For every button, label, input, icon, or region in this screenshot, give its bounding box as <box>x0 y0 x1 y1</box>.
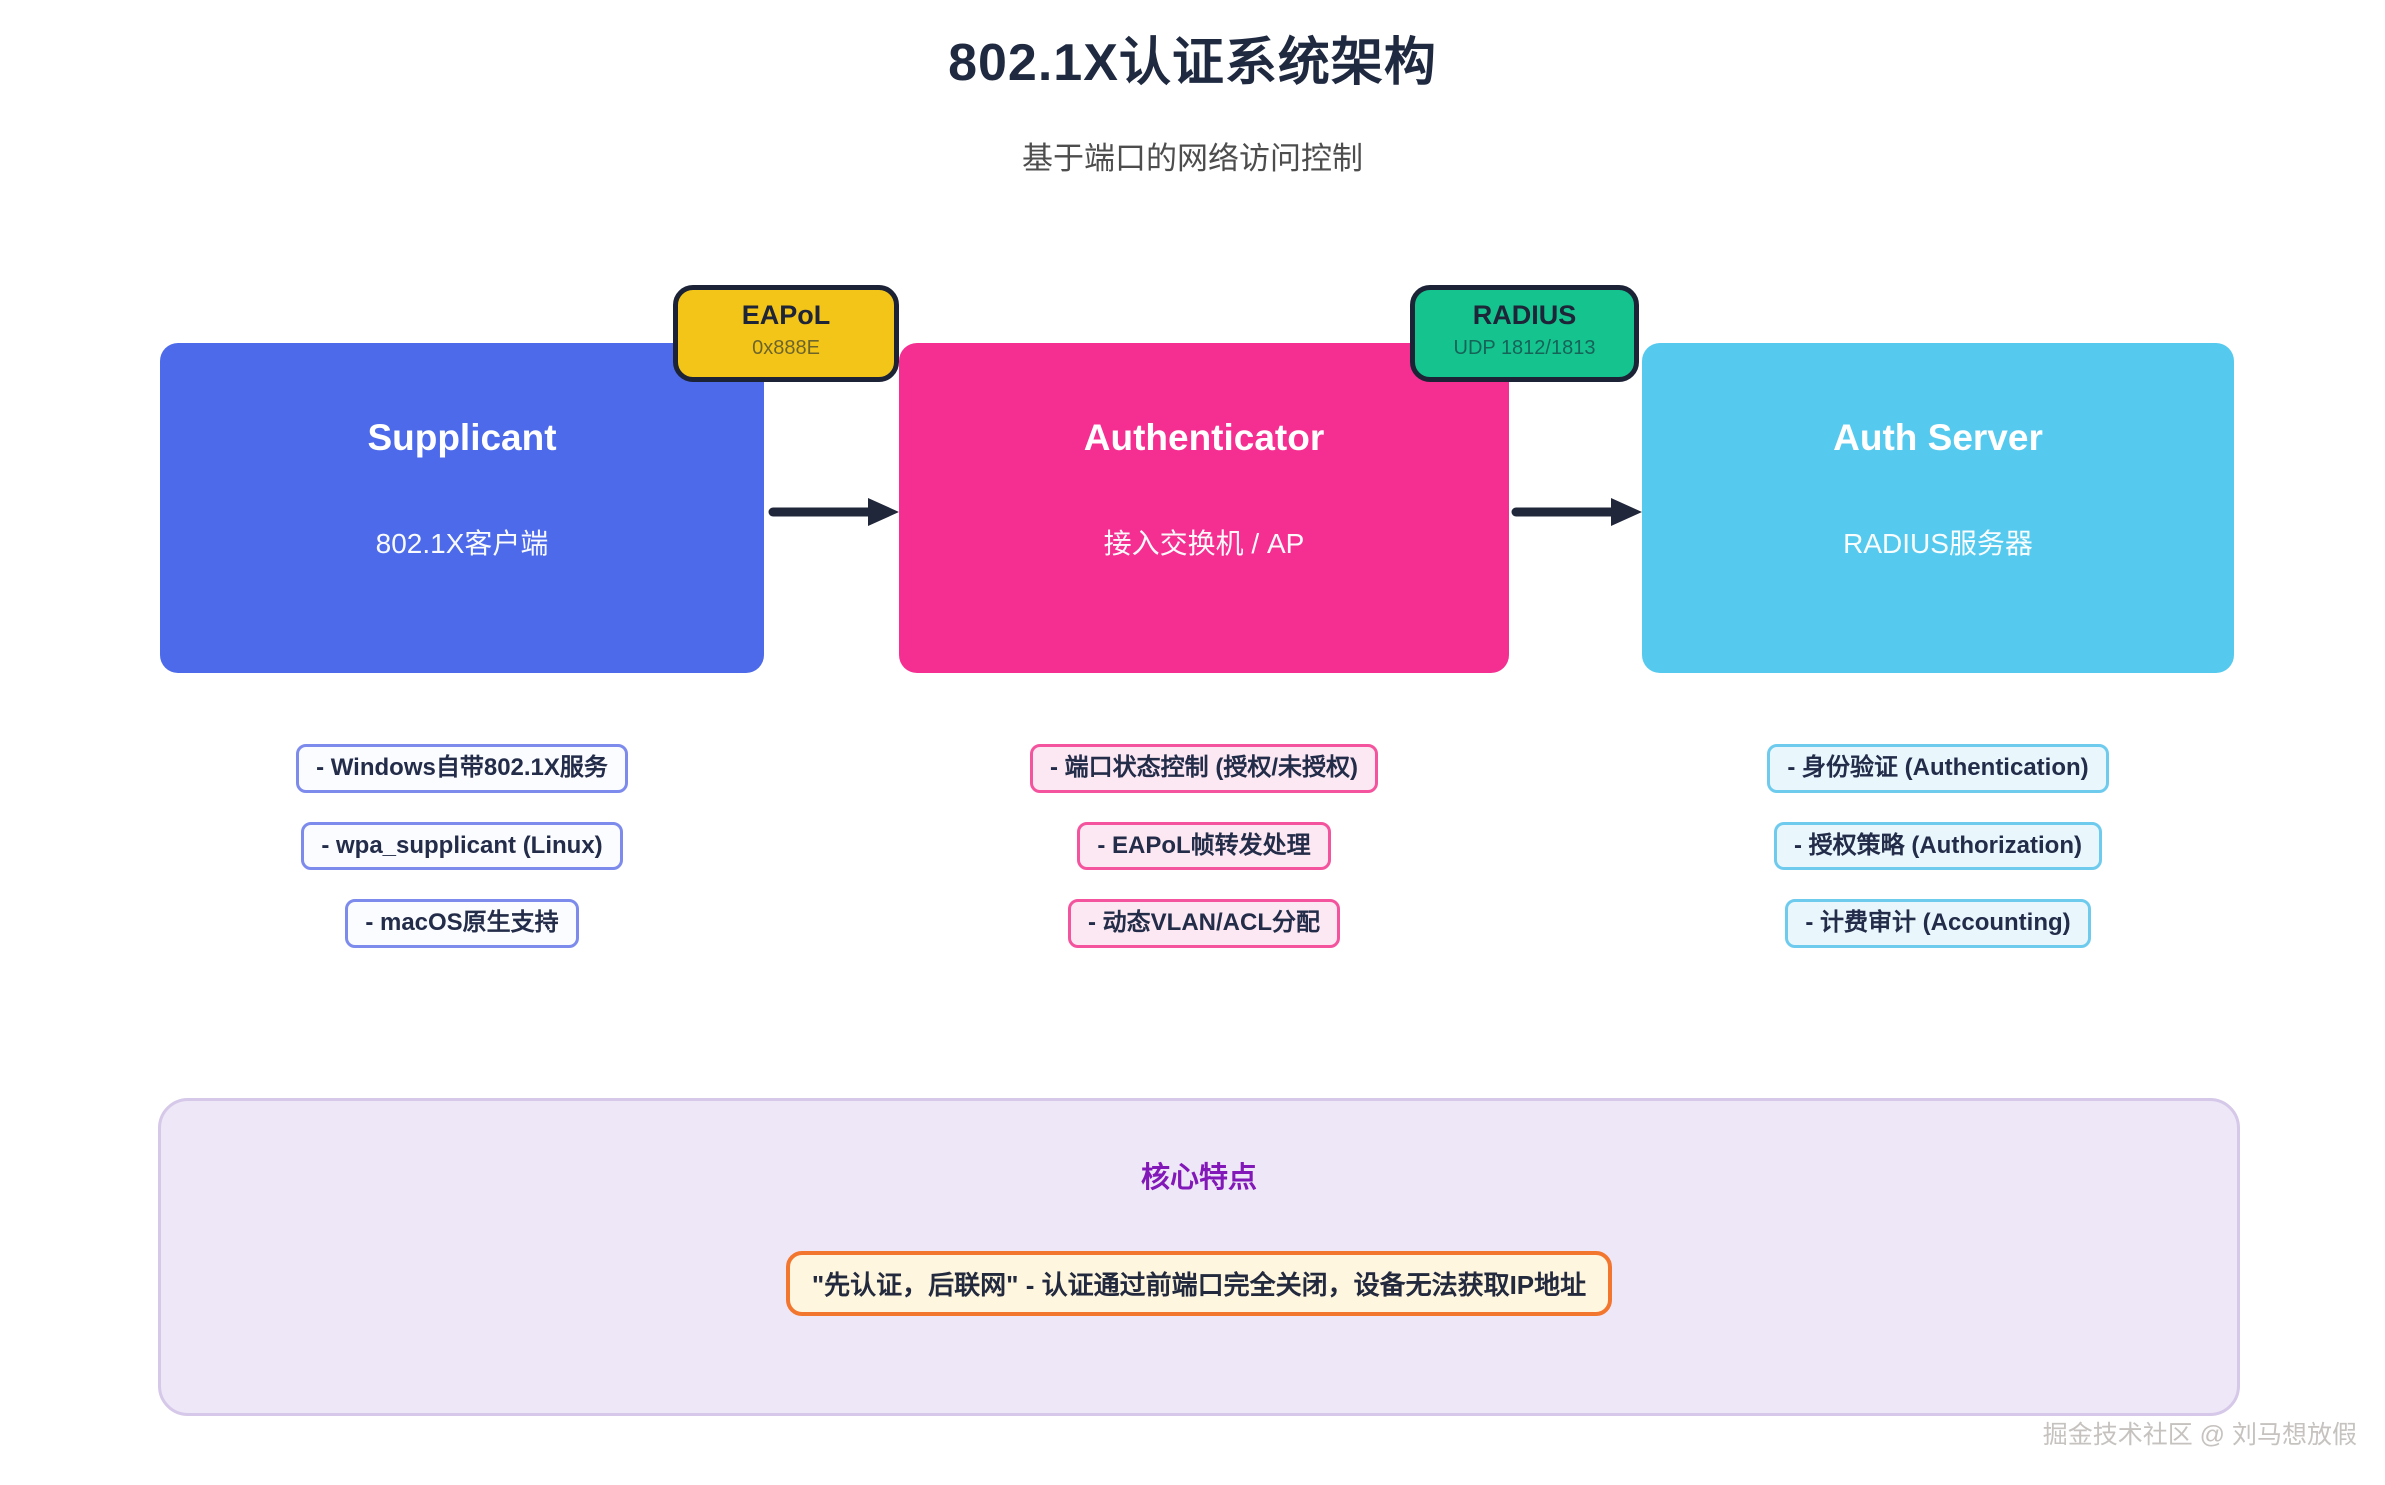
node-supplicant-title: Supplicant <box>367 417 557 458</box>
arrow-right-icon-supplicant-to-authenticator <box>768 498 899 526</box>
list-item: - 身份验证 (Authentication) <box>1767 744 2109 793</box>
list-item: - macOS原生支持 <box>345 899 579 949</box>
badge-radius-label: RADIUS <box>1472 300 1577 330</box>
list-item: - 端口状态控制 (授权/未授权) <box>1030 744 1378 793</box>
node-authenticator: Authenticator 接入交换机 / AP <box>899 343 1509 673</box>
node-auth-server-title: Auth Server <box>1833 417 2043 458</box>
badge-radius-sublabel: UDP 1812/1813 <box>1453 337 1596 359</box>
arrow-right-icon-authenticator-to-authserver <box>1511 498 1642 526</box>
core-features-title: 核心特点 <box>1140 1162 1257 1194</box>
protocol-badge-eapol: EAPoL 0x888E <box>673 285 899 382</box>
node-auth-server-subtitle: RADIUS服务器 <box>1843 528 2033 560</box>
list-item: - 动态VLAN/ACL分配 <box>1068 899 1340 949</box>
list-item: - 授权策略 (Authorization) <box>1774 821 2102 871</box>
list-item: - 计费审计 (Accounting) <box>1785 899 2091 949</box>
list-item: - EAPoL帧转发处理 <box>1077 821 1331 871</box>
feature-list-authenticator: - 端口状态控制 (授权/未授权) - EAPoL帧转发处理 - 动态VLAN/… <box>899 744 1509 949</box>
core-features-note: "先认证，后联网" - 认证通过前端口完全关闭，设备无法获取IP地址 <box>785 1251 1613 1316</box>
badge-eapol-label: EAPoL <box>741 300 831 330</box>
node-supplicant: Supplicant 802.1X客户端 <box>160 343 764 673</box>
feature-list-auth-server: - 身份验证 (Authentication) - 授权策略 (Authoriz… <box>1642 744 2234 949</box>
list-item: - Windows自带802.1X服务 <box>296 744 628 793</box>
page-title: 802.1X认证系统架构 <box>948 34 1437 92</box>
protocol-badge-radius: RADIUS UDP 1812/1813 <box>1410 285 1639 382</box>
node-auth-server: Auth Server RADIUS服务器 <box>1642 343 2234 673</box>
badge-eapol-sublabel: 0x888E <box>752 337 820 359</box>
page-subtitle: 基于端口的网络访问控制 <box>1022 141 1363 176</box>
node-authenticator-title: Authenticator <box>1083 417 1325 458</box>
list-item: - wpa_supplicant (Linux) <box>301 821 623 871</box>
core-features-panel: 核心特点 "先认证，后联网" - 认证通过前端口完全关闭，设备无法获取IP地址 <box>158 1098 2240 1416</box>
watermark: 掘金技术社区 @ 刘马想放假 <box>2042 1421 2357 1449</box>
node-supplicant-subtitle: 802.1X客户端 <box>375 528 549 560</box>
feature-list-supplicant: - Windows自带802.1X服务 - wpa_supplicant (Li… <box>160 744 764 949</box>
node-authenticator-subtitle: 接入交换机 / AP <box>1103 528 1305 560</box>
